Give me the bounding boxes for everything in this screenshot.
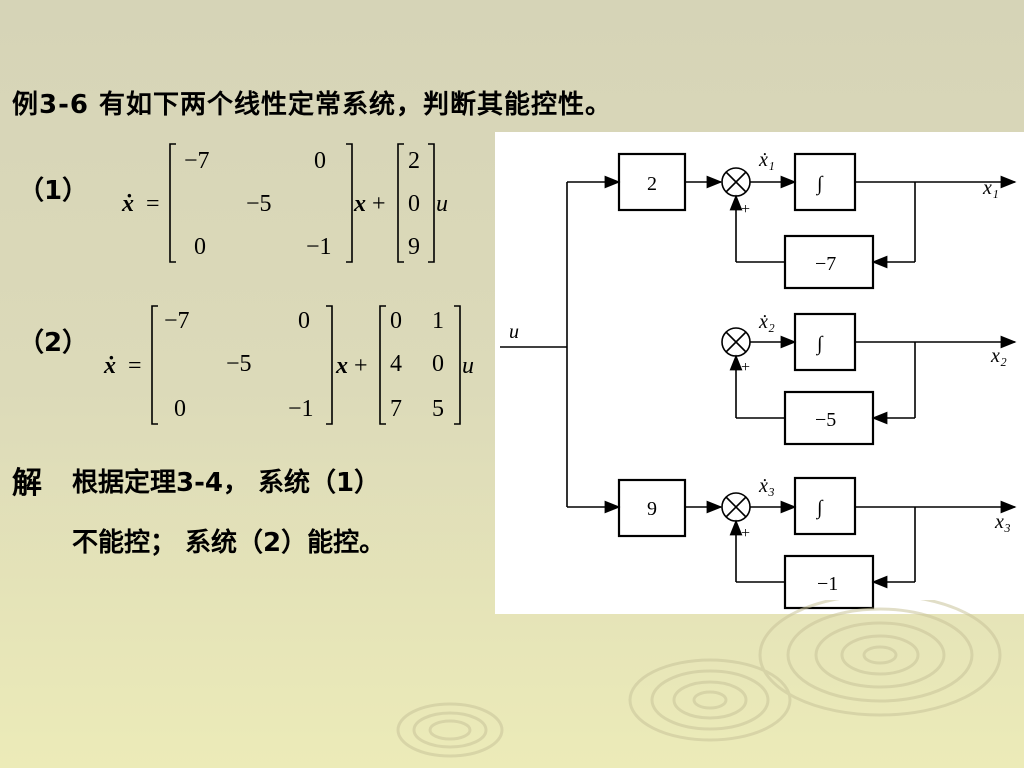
b2-21: 4 <box>390 351 402 377</box>
a13: 0 <box>314 148 326 174</box>
matrix-a2-right-bracket <box>326 305 333 425</box>
b3: 9 <box>408 234 420 260</box>
a2-31: 0 <box>174 396 186 422</box>
integrator-block-2 <box>793 312 857 372</box>
solution-lead: 解 <box>12 466 42 501</box>
b2-31: 7 <box>390 396 402 422</box>
output-label-1: x₁ <box>982 177 999 199</box>
a22: −5 <box>246 191 272 217</box>
b2: 0 <box>408 191 420 217</box>
matrix-b-right-bracket <box>428 143 435 263</box>
gain-label-3: 9 <box>647 498 657 520</box>
b2-32: 5 <box>432 396 444 422</box>
sum-sign-3: + <box>741 525 750 542</box>
a2-33: −1 <box>288 396 314 422</box>
integrator-block-3 <box>793 476 857 536</box>
state-dot-label-1: ẋ₁ <box>758 149 775 171</box>
b1: 2 <box>408 148 420 174</box>
matrix-b-left-bracket <box>397 143 404 263</box>
a33: −1 <box>306 234 332 260</box>
matrix-a2-left-bracket <box>151 305 158 425</box>
decorative-ripples <box>396 600 1002 758</box>
equals-sign-2: = <box>128 353 142 379</box>
a11: −7 <box>184 148 210 174</box>
xdot-symbol-2: ẋ <box>103 353 116 379</box>
system-2-equation: ẋ = −7 0 −5 0 −1 x + 0 1 4 0 7 5 u <box>103 305 474 425</box>
integrator-block-1 <box>793 152 857 212</box>
matrix-a-right-bracket <box>346 143 353 263</box>
state-dot-label-3: ẋ₃ <box>758 475 775 497</box>
b2-11: 0 <box>390 308 402 334</box>
system-2-label: （2） <box>18 328 89 358</box>
matrix-a-left-bracket <box>169 143 176 263</box>
b2-22: 0 <box>432 351 444 377</box>
u-symbol: u <box>436 191 448 217</box>
a2-11: −7 <box>164 308 190 334</box>
xdot-symbol: ẋ <box>121 191 134 217</box>
plus-sign-2: + <box>354 353 368 379</box>
feedback-gain-3: −1 <box>817 573 838 595</box>
block-diagram: u 2 ẋ₁ ∫ −7 x₁ + ẋ₂ ∫ −5 x₂ + 9 ẋ₃ ∫ −1 … <box>495 132 1024 614</box>
state-dot-label-2: ẋ₂ <box>758 311 775 333</box>
input-label: u <box>509 321 519 343</box>
equals-sign: = <box>146 191 160 217</box>
u-symbol-2: u <box>462 353 474 379</box>
a2-13: 0 <box>298 308 310 334</box>
output-label-2: x₂ <box>990 345 1007 367</box>
sum-sign-1: + <box>741 201 750 218</box>
gain-block-3 <box>617 478 687 538</box>
solution-line-1: 根据定理3-4， 系统（1） <box>72 468 381 498</box>
matrix-b2-right-bracket <box>454 305 461 425</box>
system-1-equation: ẋ = −7 0 −5 0 −1 x + 2 0 9 u <box>121 143 448 263</box>
example-title: 例3-6 有如下两个线性定常系统，判断其能控性。 <box>12 90 613 120</box>
a31: 0 <box>194 234 206 260</box>
plus-sign: + <box>372 191 386 217</box>
b2-12: 1 <box>432 308 444 334</box>
integrator-symbol-3: ∫ <box>815 497 824 520</box>
x-symbol-2: x <box>335 353 348 379</box>
solution-line-2: 不能控； 系统（2）能控。 <box>72 528 386 558</box>
sum-sign-2: + <box>741 359 750 376</box>
system-1-label: （1） <box>18 176 89 206</box>
output-label-3: x₃ <box>994 511 1011 533</box>
integrator-symbol-2: ∫ <box>815 333 824 356</box>
x-symbol: x <box>353 191 366 217</box>
block-diagram-svg: u 2 ẋ₁ ∫ −7 x₁ + ẋ₂ ∫ −5 x₂ + 9 ẋ₃ ∫ −1 … <box>500 149 1017 610</box>
feedback-gain-1: −7 <box>815 253 836 275</box>
gain-label-1: 2 <box>647 173 657 195</box>
feedback-gain-2: −5 <box>815 409 836 431</box>
matrix-b2-left-bracket <box>379 305 386 425</box>
a2-22: −5 <box>226 351 252 377</box>
integrator-symbol-1: ∫ <box>815 173 824 196</box>
